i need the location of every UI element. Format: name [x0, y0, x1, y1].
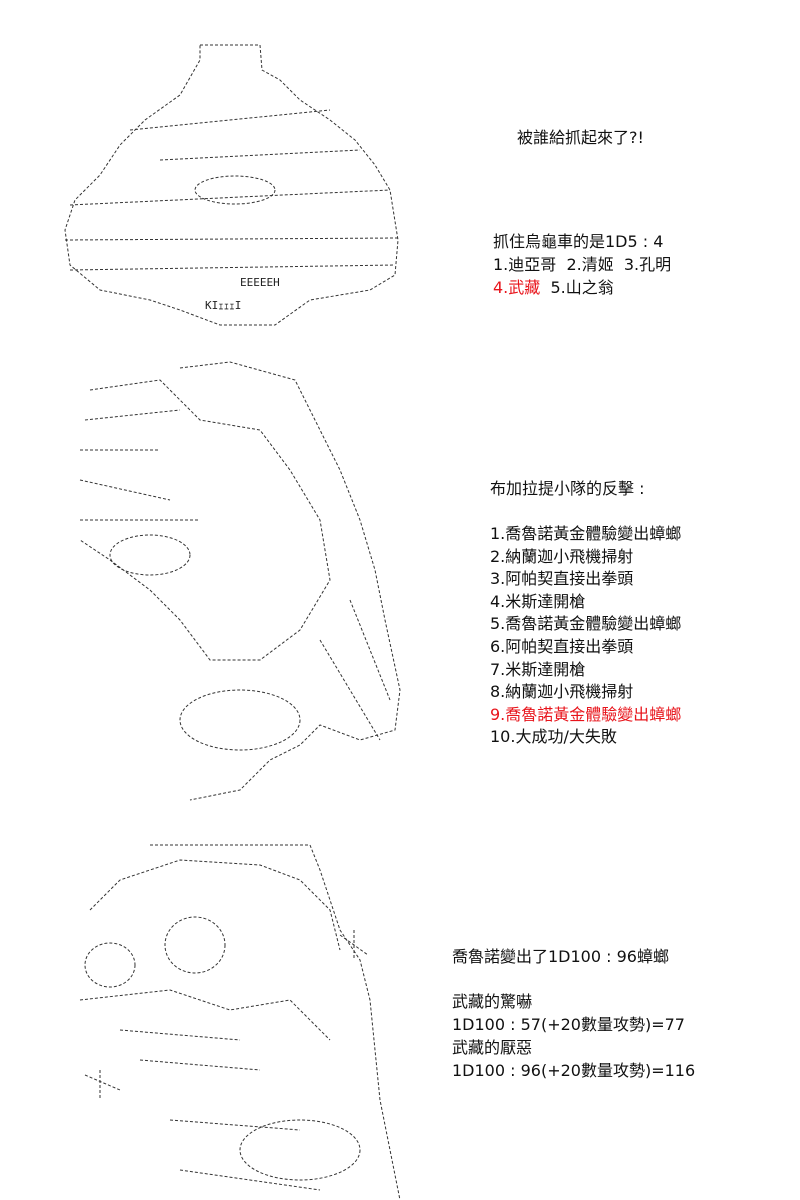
ascii-art-giorno-portrait	[79, 844, 401, 1200]
ascii-art-character-bust	[79, 361, 401, 801]
turtle-art-text-eeeeeh: EEEEEH	[240, 276, 280, 289]
panel1-options-line2: 4.武藏 5.山之翁	[493, 277, 614, 300]
panel2-attack-item: 9.喬魯諾黃金體驗變出蟑螂	[490, 704, 682, 724]
panel3-fear-label: 武藏的驚嚇	[452, 992, 533, 1011]
panel1-option-5: 5.山之翁	[540, 278, 614, 297]
panel2-title: 布加拉提小隊的反擊 :	[490, 479, 645, 498]
panel1-roll-title: 抓住烏龜車的是1D5 : 4	[493, 232, 664, 251]
panel2-attack-item: 5.喬魯諾黃金體驗變出蟑螂	[490, 614, 682, 634]
turtle-art-text-kiiii: KIｪｪｪI	[205, 299, 242, 312]
panel2-attack-item: 3.阿帕契直接出拳頭	[490, 569, 634, 589]
panel2-attack-item: 8.納蘭迦小飛機掃射	[490, 682, 634, 702]
panel1-options-line1: 1.迪亞哥 2.清姬 3.孔明	[493, 255, 672, 274]
ascii-art-turtle-shell	[64, 44, 399, 326]
panel3-disgust-roll: 1D100 : 96(+20數量攻勢)=116	[452, 1061, 696, 1080]
panel2-attack-item: 1.喬魯諾黃金體驗變出蟑螂	[490, 524, 682, 543]
panel1-selected-option: 4.武藏	[493, 278, 541, 297]
panel2-attack-item: 4.米斯達開槍	[490, 591, 586, 611]
panel2-attack-item: 2.納蘭迦小飛機掃射	[490, 546, 634, 566]
panel1-caption: 被誰給抓起來了?!	[517, 128, 644, 147]
panel3-disgust-label: 武藏的厭惡	[452, 1038, 533, 1057]
panel3-fear-roll: 1D100 : 57(+20數量攻勢)=77	[452, 1015, 685, 1034]
panel3-roll-line: 喬魯諾變出了1D100 : 96蟑螂	[452, 947, 669, 966]
panel2-attack-item: 7.米斯達開槍	[490, 659, 586, 679]
panel2-attack-item: 6.阿帕契直接出拳頭	[490, 636, 634, 656]
panel2-attack-item: 10.大成功/大失敗	[490, 727, 617, 747]
